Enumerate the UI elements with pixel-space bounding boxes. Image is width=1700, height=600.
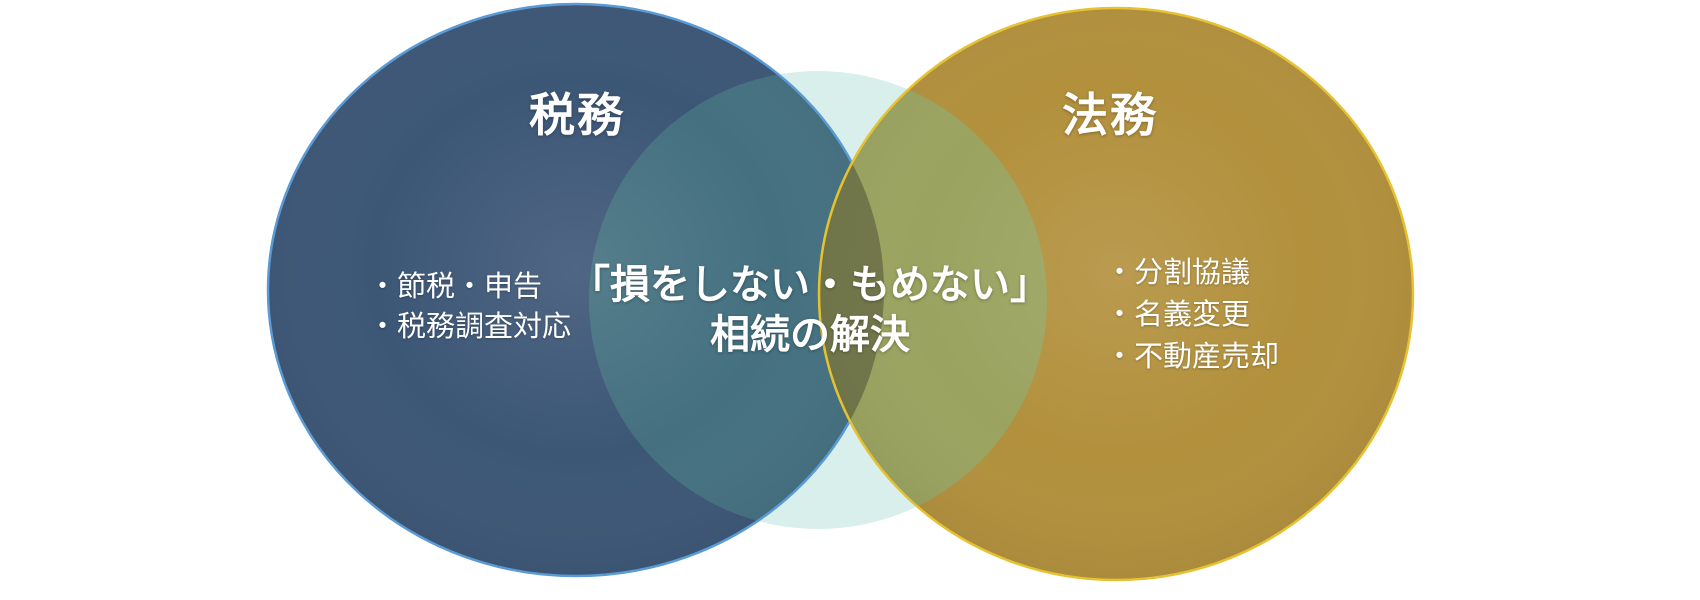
center-headline-line2: 相続の解決 bbox=[710, 312, 910, 358]
legal-circle-item: ・分割協議 bbox=[1105, 255, 1251, 289]
legal-circle-item: ・不動産売却 bbox=[1105, 339, 1280, 373]
legal-circle-label: 法務 bbox=[1062, 88, 1158, 142]
legal-circle-outline bbox=[817, 6, 1415, 582]
tax-circle-item: ・節税・申告 bbox=[368, 269, 543, 303]
legal-circle-items: ・分割協議 ・名義変更 ・不動産売却 bbox=[1105, 251, 1279, 377]
tax-circle-label: 税務 bbox=[529, 88, 625, 142]
legal-circle-item: ・名義変更 bbox=[1105, 297, 1251, 331]
tax-circle-items: ・節税・申告 ・税務調査対応 bbox=[368, 266, 571, 346]
tax-circle-sheen bbox=[268, 4, 884, 576]
center-headline: 「損をしない・もめない」 相続の解決 bbox=[570, 260, 1050, 360]
legal-circle-sheen bbox=[819, 8, 1413, 580]
center-headline-line1: 「損をしない・もめない」 bbox=[570, 262, 1050, 308]
tax-circle-item: ・税務調査対応 bbox=[368, 309, 572, 343]
